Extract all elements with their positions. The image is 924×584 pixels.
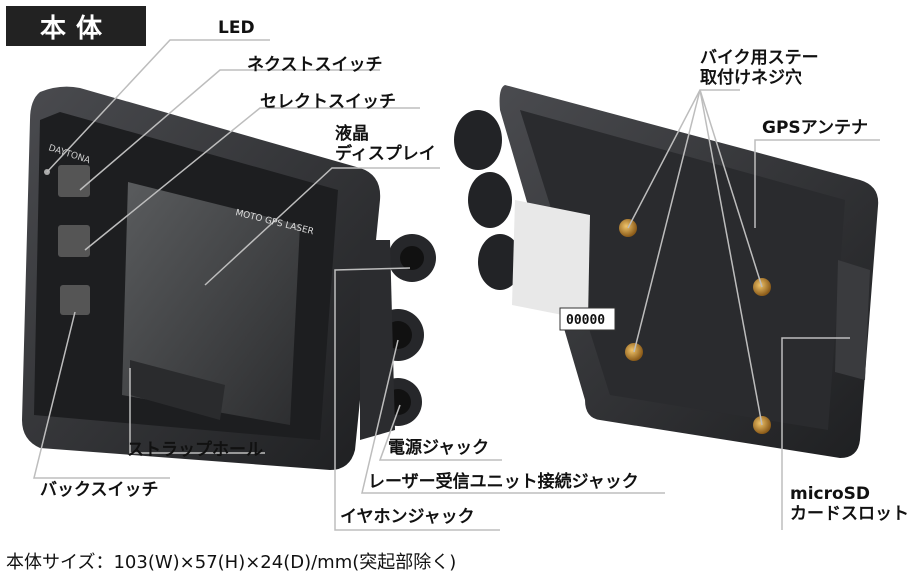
callout-power-jack: 電源ジャック (388, 438, 490, 458)
callout-earphone-jack: イヤホンジャック (340, 507, 475, 527)
callout-lcd-line2: ディスプレイ (335, 144, 436, 164)
callout-lcd: 液晶 ディスプレイ (335, 124, 436, 164)
callout-bike-stay-line1: バイク用ステー (700, 48, 819, 68)
callout-laser-jack: レーザー受信ユニット接続ジャック (368, 472, 639, 492)
callout-led: LED (218, 18, 255, 38)
callout-strap-hole: ストラップホール (127, 440, 263, 460)
serial-text: 00000 (566, 313, 605, 328)
callout-lcd-line1: 液晶 (335, 124, 369, 144)
callout-microsd-line1: microSD (790, 484, 871, 504)
leader-lines (33, 39, 880, 531)
callout-microsd-line2: カードスロット (790, 504, 909, 524)
callout-microsd: microSD カードスロット (790, 484, 909, 524)
product-label (512, 200, 590, 320)
select-switch-shape (58, 225, 90, 257)
next-switch-shape (58, 165, 90, 197)
callout-select-switch: セレクトスイッチ (260, 92, 396, 112)
callout-bike-stay-line2: 取付けネジ穴 (700, 68, 802, 88)
microsd-slot-shape (835, 260, 870, 380)
back-switch-shape (60, 285, 90, 315)
back-device (454, 85, 879, 458)
front-device (22, 86, 436, 471)
section-title: 本体 (6, 6, 146, 46)
size-spec: 本体サイズ：103(W)×57(H)×24(D)/mm(突起部除く) (6, 552, 457, 573)
callout-next-switch: ネクストスイッチ (247, 55, 383, 75)
callout-back-switch: バックスイッチ (40, 480, 159, 500)
callout-bike-stay: バイク用ステー 取付けネジ穴 (700, 48, 819, 88)
callout-gps-antenna: GPSアンテナ (762, 118, 868, 138)
lcd-screen (122, 182, 300, 425)
